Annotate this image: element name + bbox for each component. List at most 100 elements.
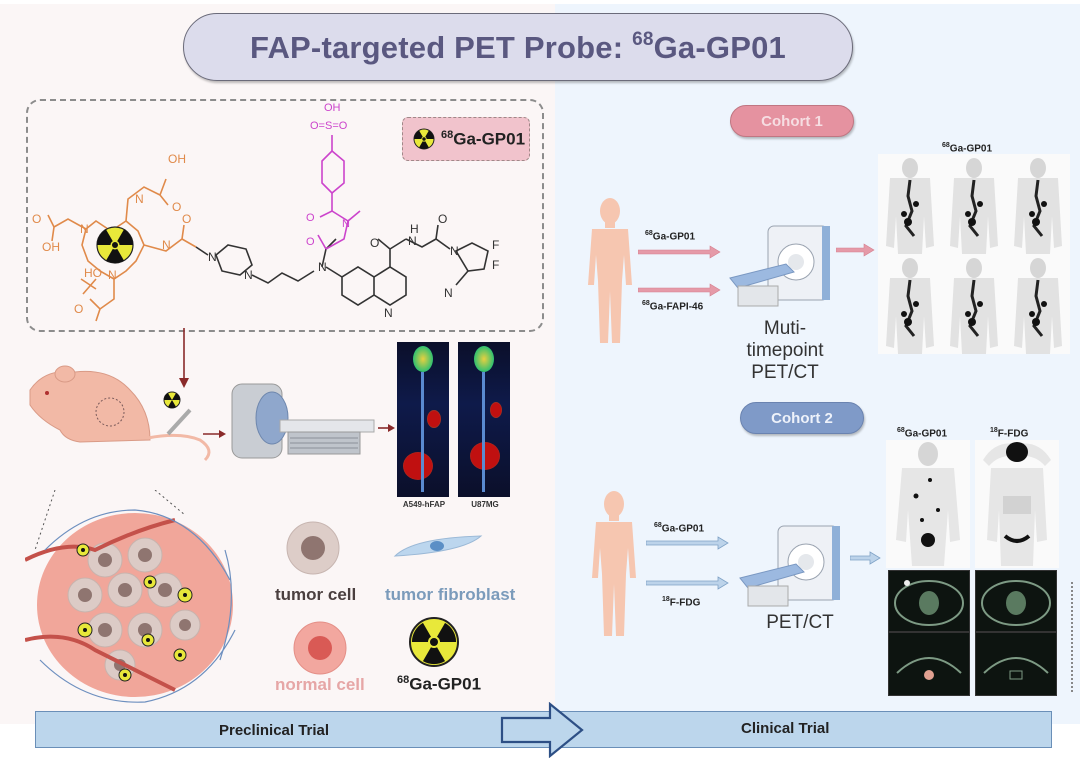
svg-text:OH: OH <box>42 240 60 254</box>
svg-text:O: O <box>74 302 83 316</box>
cohort-2-result-title-1: 68Ga-GP01 <box>897 427 947 439</box>
mouse-illustration <box>29 365 211 462</box>
tumor-microenvironment <box>25 490 236 703</box>
svg-text:O: O <box>438 212 447 226</box>
cohort-2-ct-chest-fdg <box>975 570 1057 632</box>
page-title: FAP-targeted PET Probe: 68Ga-GP01 <box>183 13 853 81</box>
tumor-cell-icon <box>286 521 340 575</box>
svg-text:O: O <box>306 212 315 224</box>
svg-text:O: O <box>370 236 379 250</box>
svg-text:HO: HO <box>84 266 102 280</box>
cohort-2-ct-pelvis-fdg <box>975 632 1057 696</box>
svg-text:N: N <box>244 268 253 282</box>
svg-text:N: N <box>162 238 171 252</box>
molecule-structure: OH O O OH HO O O N N N N N N N O H N O <box>32 102 499 322</box>
pet-image-6 <box>1012 256 1064 356</box>
svg-text:N: N <box>342 218 350 230</box>
dotted-divider <box>1071 582 1073 692</box>
svg-text:N: N <box>408 234 417 248</box>
svg-text:O: O <box>306 236 315 248</box>
svg-text:N: N <box>444 286 453 300</box>
preclinical-scanner <box>231 383 375 459</box>
title-isotope: 68 <box>632 28 654 50</box>
cohort-1-pet-grid <box>878 154 1070 356</box>
svg-text:F: F <box>492 258 499 272</box>
pet-image-a549 <box>397 342 449 497</box>
cohort-2-pet-gp01 <box>886 440 970 568</box>
legend-probe: 68Ga-GP01 <box>397 674 481 695</box>
cohort-1-tracer-1-name: Ga-GP01 <box>652 231 696 243</box>
cohort-2-badge: Cohort 2 <box>740 402 864 434</box>
svg-text:N: N <box>80 222 89 236</box>
cohort-2-tracer-1-name: Ga-GP01 <box>661 523 705 535</box>
cohort-2-result-title-1-isotope: 68 <box>897 427 905 434</box>
cohort-1-result-title: 68Ga-GP01 <box>942 142 992 154</box>
radiation-icon <box>413 128 435 150</box>
preclinical-trial-label: Preclinical Trial <box>219 722 330 739</box>
title-text: FAP-targeted PET Probe: 68Ga-GP01 <box>250 29 786 66</box>
svg-text:H: H <box>410 222 419 236</box>
pet-image-1 <box>884 156 936 256</box>
scanner-to-image-arrow <box>378 424 395 432</box>
pet-image-3 <box>1012 156 1064 256</box>
cohort-2-result-title-2: 18F-FDG <box>990 427 1028 439</box>
chelator-fragment <box>47 178 197 322</box>
chelator-atom-labels: OH O O OH HO O O N N N N <box>32 152 191 316</box>
normal-cell-icon <box>293 621 347 675</box>
pet-image-u87mg-label: U87MG <box>471 500 499 509</box>
cohort-1-ct-scanner <box>729 225 830 307</box>
cohort-2-ct-pelvis-gp01 <box>888 632 970 696</box>
cohort-1-badge: Cohort 1 <box>730 105 854 137</box>
probe-badge-name: Ga-GP01 <box>453 129 526 149</box>
probe-legend-radiation-icon <box>409 617 459 667</box>
cohort-2-result-title-2-name: F-FDG <box>997 428 1029 440</box>
cohort-1-tracer-2: 68Ga-FAPI-46 <box>642 300 703 312</box>
cohort-1-arrow-1 <box>638 245 721 259</box>
cohort-1-tracer-1-isotope: 68 <box>645 230 653 237</box>
cohort-1-result-title-isotope: 68 <box>942 142 950 149</box>
cohort-1-result-arrow <box>836 243 875 257</box>
cohort-1-scanner-label-line2: PET/CT <box>751 362 819 383</box>
syringe-icon <box>163 391 192 436</box>
svg-text:O=S=O: O=S=O <box>310 120 348 132</box>
cohort-2-ct-scanner <box>739 525 840 607</box>
probe-badge: 68Ga-GP01 <box>402 117 530 161</box>
cohort-2-pet-fdg <box>975 440 1059 568</box>
probe-badge-isotope: 68 <box>441 128 454 141</box>
cohort-1-tracer-2-name: Ga-FAPI-46 <box>649 301 704 313</box>
svg-text:O: O <box>182 212 191 226</box>
tumor-fibroblast-icon <box>393 535 483 557</box>
probe-badge-label: 68Ga-GP01 <box>441 129 525 150</box>
cohort-1-human-figure <box>588 198 632 343</box>
svg-text:N: N <box>450 244 459 258</box>
cohort-1-scanner-label-line1: Muti-timepoint <box>746 318 824 361</box>
core-fragment <box>195 224 489 306</box>
pet-image-u87mg <box>458 342 510 497</box>
linker-atom-labels: OH O=S=O O N O <box>306 102 350 248</box>
cohort-2-tracer-2-name: F-FDG <box>669 597 701 609</box>
cohort-2-result-title-2-isotope: 18 <box>990 427 998 434</box>
tumor-probe-markers <box>76 543 193 682</box>
cohort-2-result-arrow <box>850 551 881 565</box>
cohort-2-scanner-label: PET/CT <box>766 612 834 633</box>
svg-text:OH: OH <box>168 152 186 166</box>
down-arrow <box>179 328 189 388</box>
svg-text:N: N <box>384 306 393 320</box>
cohort-2-human-figure <box>592 491 636 636</box>
chemical-structure-box <box>26 99 544 332</box>
cohort-2-tracer-2: 18F-FDG <box>662 596 700 608</box>
cohort-1-tracer-1: 68Ga-GP01 <box>645 230 695 242</box>
title-probe-name: Ga-GP01 <box>653 29 786 65</box>
legend-probe-isotope: 68 <box>397 674 410 686</box>
clinical-trial-label: Clinical Trial <box>741 720 830 737</box>
cohort-2-tracer-1-isotope: 68 <box>654 522 662 529</box>
cohort-2-tracer-2-isotope: 18 <box>662 596 670 603</box>
svg-text:N: N <box>135 192 144 206</box>
linker-fragment <box>317 135 361 250</box>
mouse-to-scanner-arrow <box>203 430 226 438</box>
core-atom-labels: N N N O H N O N F F N N <box>208 212 499 320</box>
cohort-2-ct-chest-gp01 <box>888 570 970 632</box>
pet-image-2 <box>948 156 1000 256</box>
cohort-1-result-title-name: Ga-GP01 <box>949 143 993 155</box>
svg-text:N: N <box>318 260 327 274</box>
